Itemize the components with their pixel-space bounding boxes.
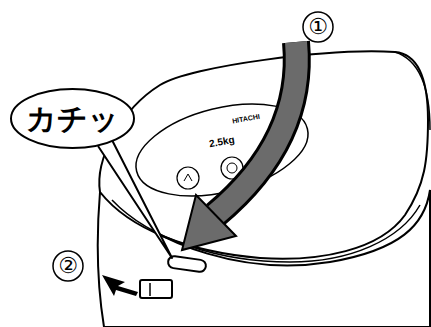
callout-circle [53,251,83,281]
callout-circle [303,12,333,42]
close-arrow-outline [215,42,297,215]
close-arrowhead [182,195,236,250]
latch-button [140,280,172,298]
callout-number: ① [308,16,328,38]
panel-button [177,167,199,189]
button-icon [184,174,192,181]
sound-effect-text: カチッ [26,102,119,135]
bubble-shape [11,89,134,148]
lid-back [395,52,430,130]
callout-number: ② [58,255,78,277]
latch-slot [167,255,206,272]
push-arrow [102,275,138,296]
button-icon [227,163,237,173]
close-arrow [215,42,297,215]
bubble-tail [98,140,172,258]
latch-button-line [149,283,151,296]
speech-bubble: カチッ [9,87,136,150]
